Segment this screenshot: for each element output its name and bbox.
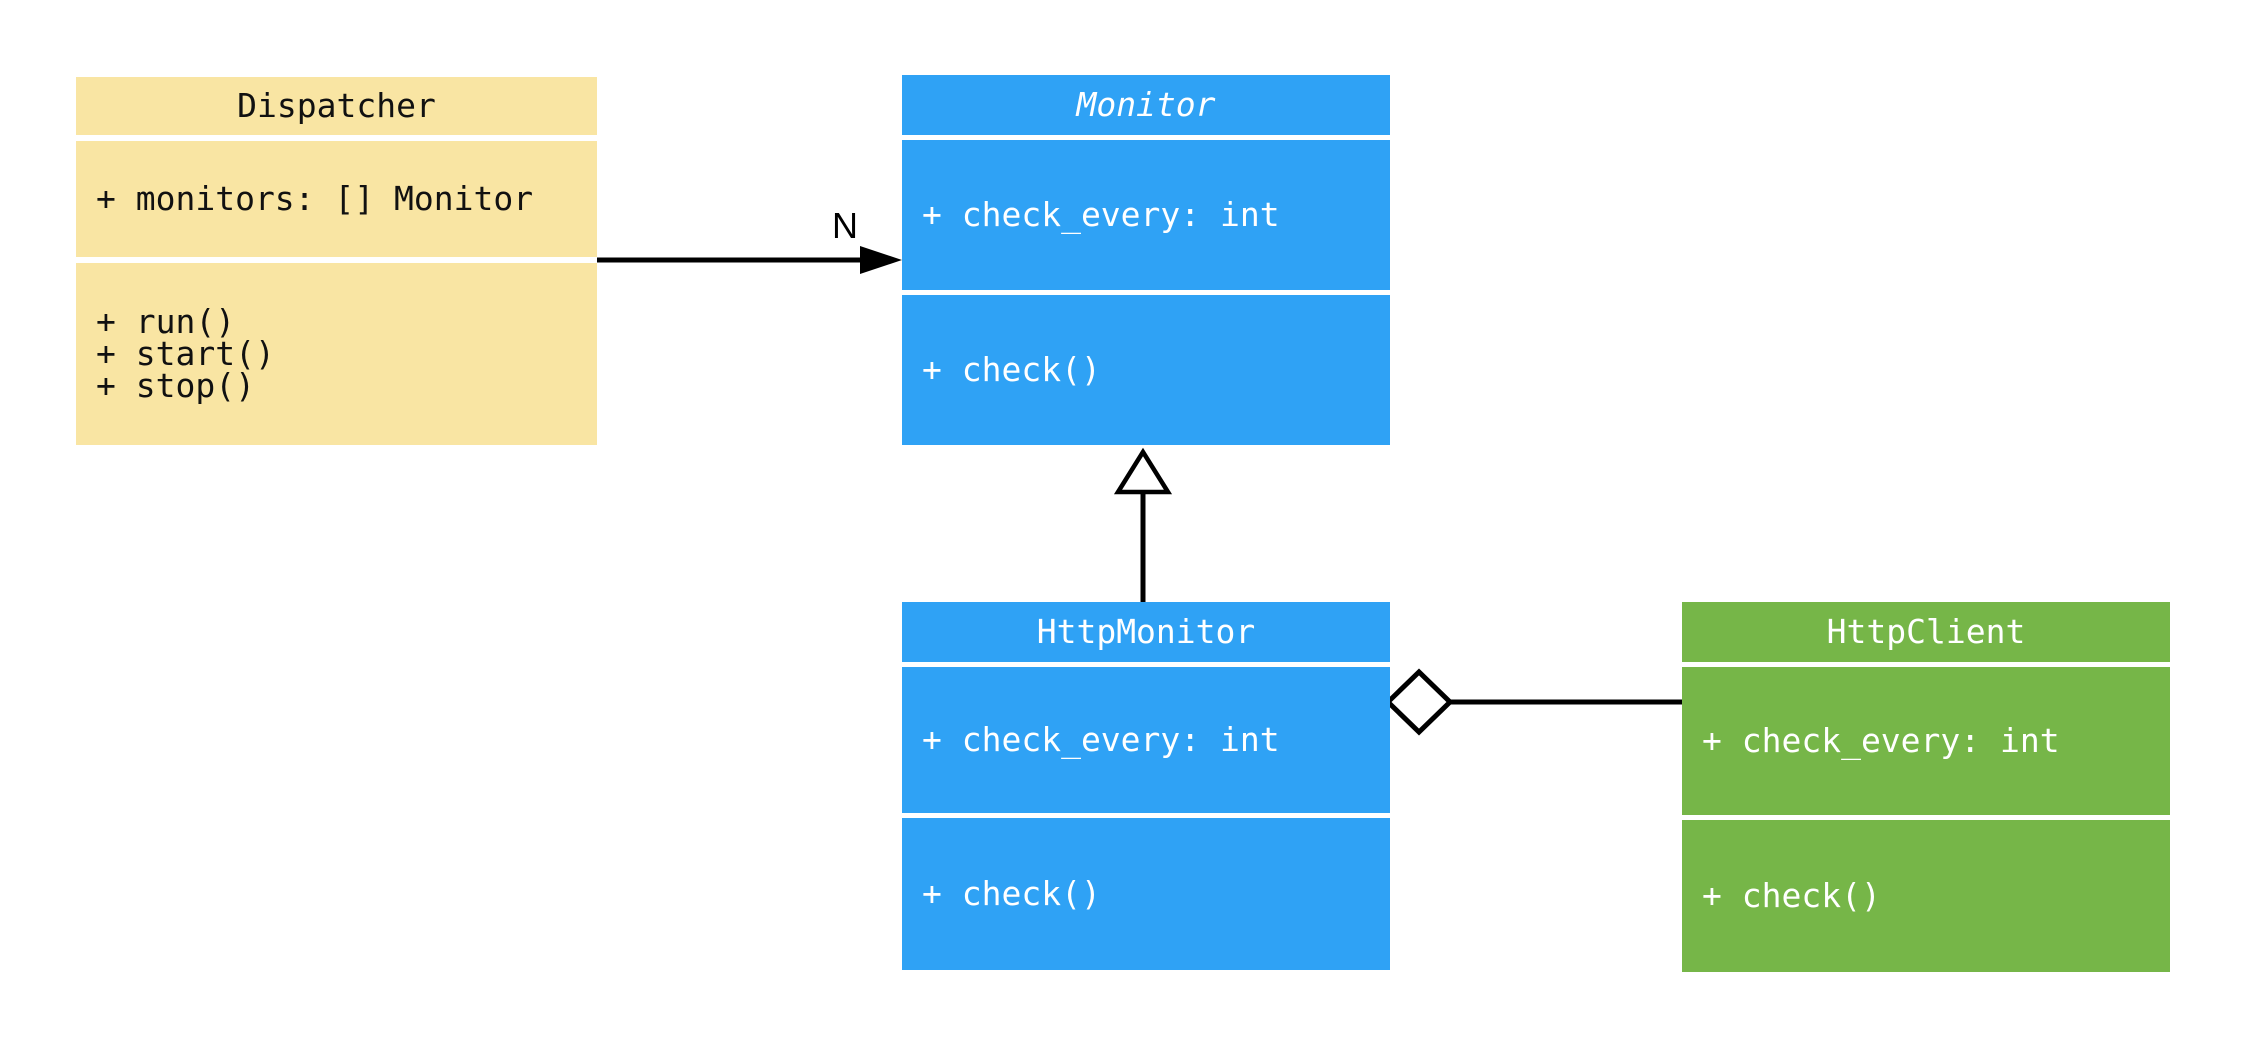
class-title: Dispatcher bbox=[76, 77, 597, 135]
class-methods-section: + run() + start() + stop() bbox=[76, 263, 597, 445]
class-monitor: Monitor + check_every: int + check() bbox=[902, 75, 1390, 445]
class-dispatcher: Dispatcher + monitors: [] Monitor + run(… bbox=[76, 77, 597, 445]
association-arrow bbox=[597, 246, 902, 274]
class-title: HttpMonitor bbox=[902, 602, 1390, 662]
method-item: + run() bbox=[96, 302, 236, 341]
class-attributes-section: + check_every: int bbox=[902, 667, 1390, 813]
class-methods-section: + check() bbox=[1682, 820, 2170, 972]
aggregation-connector bbox=[1384, 668, 1682, 736]
method-item: + start() bbox=[96, 334, 275, 373]
filled-arrowhead-icon bbox=[860, 246, 902, 274]
method-item: + check() bbox=[1702, 876, 1881, 915]
hollow-triangle-icon bbox=[1113, 447, 1173, 495]
class-methods-section: + check() bbox=[902, 295, 1390, 445]
class-attributes-section: + check_every: int bbox=[902, 140, 1390, 290]
attribute-item: + check_every: int bbox=[922, 720, 1280, 759]
inheritance-arrow bbox=[1113, 447, 1173, 602]
method-item: + stop() bbox=[96, 366, 255, 405]
class-methods-section: + check() bbox=[902, 818, 1390, 970]
attribute-item: + check_every: int bbox=[1702, 721, 2060, 760]
class-httpclient: HttpClient + check_every: int + check() bbox=[1682, 602, 2170, 972]
attribute-item: + check_every: int bbox=[922, 195, 1280, 234]
class-httpmonitor: HttpMonitor + check_every: int + check() bbox=[902, 602, 1390, 970]
class-attributes-section: + check_every: int bbox=[1682, 667, 2170, 815]
class-title: HttpClient bbox=[1682, 602, 2170, 662]
hollow-diamond-icon bbox=[1384, 668, 1454, 736]
multiplicity-label: N bbox=[832, 205, 858, 246]
class-title: Monitor bbox=[902, 75, 1390, 135]
method-item: + check() bbox=[922, 874, 1101, 913]
attribute-item: + monitors: [] Monitor bbox=[96, 179, 534, 218]
method-item: + check() bbox=[922, 350, 1101, 389]
class-attributes-section: + monitors: [] Monitor bbox=[76, 141, 597, 257]
